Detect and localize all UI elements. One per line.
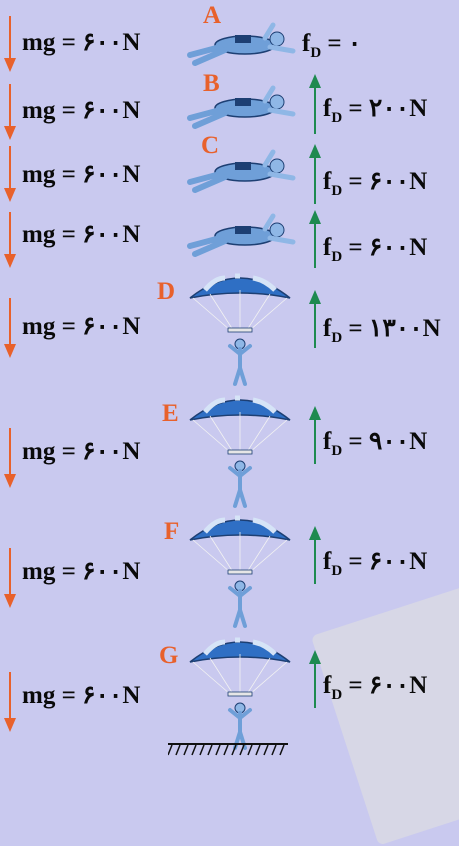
drag-force-label: fD = ۹۰۰N — [323, 426, 427, 456]
weight-arrow — [4, 146, 16, 202]
drag-force-label: fD = ۶۰۰N — [323, 166, 427, 196]
freefall-skydiver-icon — [185, 25, 295, 70]
drag-force-label: fD = ۱۳۰۰N — [323, 313, 441, 343]
freefall-skydiver-icon — [185, 152, 295, 197]
drag-force-label: fD = ۶۰۰N — [323, 670, 427, 700]
drag-arrow — [309, 650, 321, 708]
weight-label: mg = ۶۰۰N — [22, 219, 140, 249]
drag-arrow — [309, 210, 321, 268]
drag-arrow — [309, 526, 321, 584]
drag-force-label: fD = ۶۰۰N — [323, 232, 427, 262]
weight-arrow — [4, 298, 16, 358]
weight-label: mg = ۶۰۰N — [22, 311, 140, 341]
weight-label: mg = ۶۰۰N — [22, 27, 140, 57]
drag-arrow — [309, 406, 321, 464]
stage-letter: G — [159, 642, 178, 670]
weight-arrow — [4, 428, 16, 488]
drag-arrow — [309, 74, 321, 134]
parachutist-icon — [185, 390, 295, 508]
freefall-skydiver-icon — [185, 88, 295, 133]
weight-label: mg = ۶۰۰N — [22, 436, 140, 466]
background-fold — [311, 574, 459, 845]
weight-label: mg = ۶۰۰N — [22, 680, 140, 710]
drag-arrow — [309, 290, 321, 348]
parachutist-icon — [185, 632, 295, 750]
ground-hatch — [168, 742, 288, 758]
stage-letter: F — [164, 518, 179, 546]
weight-arrow — [4, 84, 16, 140]
freefall-skydiver-icon — [185, 216, 295, 261]
weight-arrow — [4, 672, 16, 732]
weight-label: mg = ۶۰۰N — [22, 159, 140, 189]
drag-arrow — [309, 144, 321, 204]
drag-force-label: fD = ۶۰۰N — [323, 546, 427, 576]
weight-arrow — [4, 212, 16, 268]
weight-arrow — [4, 548, 16, 608]
stage-letter: E — [162, 400, 179, 428]
drag-force-label: fD = ۰ — [302, 28, 361, 58]
parachutist-icon — [185, 268, 295, 386]
weight-label: mg = ۶۰۰N — [22, 95, 140, 125]
weight-label: mg = ۶۰۰N — [22, 556, 140, 586]
stage-letter: D — [157, 278, 175, 306]
parachutist-icon — [185, 510, 295, 628]
weight-arrow — [4, 16, 16, 72]
drag-force-label: fD = ۲۰۰N — [323, 93, 427, 123]
